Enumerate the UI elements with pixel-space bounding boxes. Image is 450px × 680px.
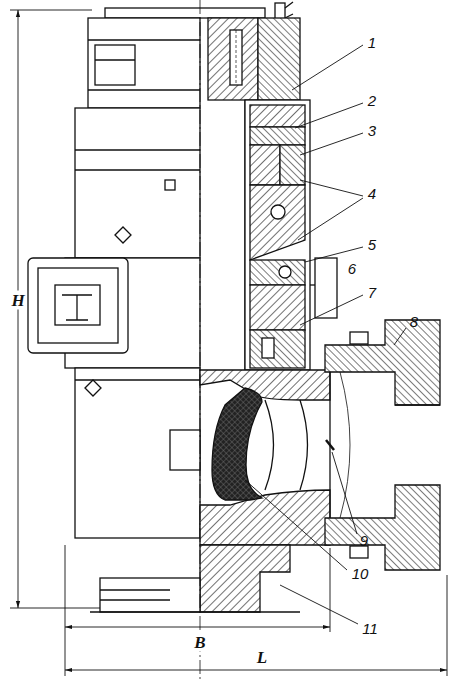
dimension-label: L bbox=[255, 648, 269, 667]
callout-number: 6 bbox=[346, 260, 358, 277]
callout-number: 5 bbox=[366, 236, 378, 253]
callout-number: 7 bbox=[366, 284, 378, 301]
callout-number: 10 bbox=[350, 565, 371, 582]
dimension-label: H bbox=[9, 291, 26, 310]
callout-number: 8 bbox=[408, 313, 420, 330]
callout-number: 1 bbox=[366, 34, 378, 51]
callout-number: 2 bbox=[366, 92, 378, 109]
dimension-label: B bbox=[192, 633, 207, 652]
callout-number: 3 bbox=[366, 122, 378, 139]
callout-number: 9 bbox=[358, 532, 370, 549]
callout-number: 11 bbox=[360, 620, 380, 637]
callout-number: 4 bbox=[366, 185, 378, 202]
